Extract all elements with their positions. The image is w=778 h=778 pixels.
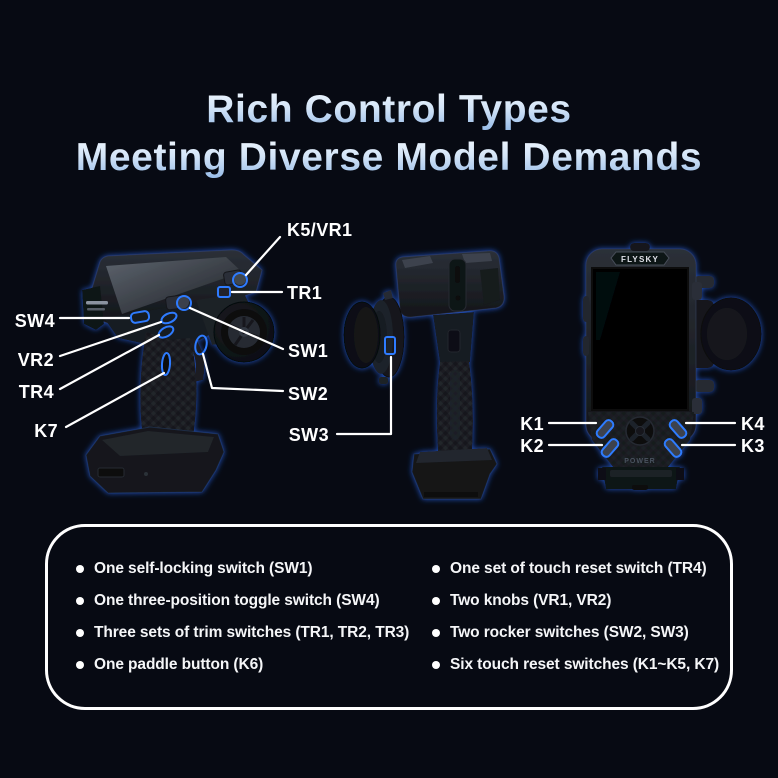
feature-item: One self-locking switch (SW1)	[76, 560, 432, 578]
callout-label-k3: K3	[741, 436, 765, 456]
callout-label-k2: K2	[520, 436, 544, 456]
feature-item: One set of touch reset switch (TR4)	[432, 560, 719, 578]
callout-label-sw3: SW3	[289, 425, 329, 445]
highlight-sw2	[194, 334, 208, 356]
feature-text: Two rocker switches (SW2, SW3)	[450, 624, 689, 641]
callout-label-k5-vr1: K5/VR1	[287, 220, 352, 240]
controller-front-view	[343, 250, 505, 500]
feature-text: One three-position toggle switch (SW4)	[94, 592, 380, 609]
bullet-icon	[432, 661, 440, 669]
callout-label-tr1: TR1	[287, 283, 322, 303]
button-k4	[668, 419, 688, 439]
callout-label-sw2: SW2	[288, 384, 328, 404]
brand-label: FLYSKY	[621, 255, 659, 264]
title-line-1: Rich Control Types	[0, 86, 778, 134]
button-k3	[663, 438, 683, 458]
highlight-sw1	[176, 295, 192, 311]
feature-text: One self-locking switch (SW1)	[94, 560, 313, 577]
bullet-icon	[76, 661, 84, 669]
bullet-icon	[76, 597, 84, 605]
callout-label-sw1: SW1	[288, 341, 328, 361]
features-panel: One self-locking switch (SW1) One set of…	[45, 524, 733, 710]
control-highlights	[129, 272, 396, 376]
page-title: Rich Control Types Meeting Diverse Model…	[0, 86, 778, 182]
callout-label-sw4: SW4	[15, 311, 55, 331]
callout-line-vr2	[58, 320, 163, 358]
controller-top-view: FLYSKY POWER	[583, 243, 762, 490]
button-k2	[600, 438, 620, 458]
highlight-k7	[160, 352, 172, 376]
bullet-icon	[76, 629, 84, 637]
feature-item: One paddle button (K6)	[76, 656, 432, 674]
highlight-sw3	[384, 336, 396, 355]
callout-line-k7	[64, 371, 166, 429]
callout-line-sw3	[335, 355, 393, 436]
callout-lines	[58, 235, 737, 447]
feature-text: Two knobs (VR1, VR2)	[450, 592, 612, 609]
callout-labels: K5/VR1 TR1 SW1 SW2 SW3 SW4 VR2 TR4 K7 K1…	[15, 220, 765, 456]
power-label: POWER	[624, 458, 655, 465]
highlight-k5-vr1	[232, 272, 248, 288]
controller-side-view	[82, 249, 275, 494]
feature-item: Two knobs (VR1, VR2)	[432, 592, 719, 610]
feature-item: Six touch reset switches (K1~K5, K7)	[432, 656, 719, 674]
bullet-icon	[76, 565, 84, 573]
callout-line-sw2	[201, 352, 285, 393]
callout-line-k5-vr1	[244, 235, 282, 277]
feature-text: Three sets of trim switches (TR1, TR2, T…	[94, 624, 410, 641]
feature-text: One paddle button (K6)	[94, 656, 264, 673]
bullet-icon	[432, 597, 440, 605]
button-k1	[595, 419, 615, 439]
callout-line-sw1	[188, 306, 285, 351]
feature-item: Two rocker switches (SW2, SW3)	[432, 624, 719, 642]
highlight-tr1	[217, 286, 231, 298]
feature-item: Three sets of trim switches (TR1, TR2, T…	[76, 624, 432, 642]
title-line-2: Meeting Diverse Model Demands	[0, 134, 778, 182]
callout-label-k4: K4	[741, 414, 765, 434]
callout-label-tr4: TR4	[19, 382, 54, 402]
feature-text: One set of touch reset switch (TR4)	[450, 560, 707, 577]
bullet-icon	[432, 629, 440, 637]
feature-text: Six touch reset switches (K1~K5, K7)	[450, 656, 720, 673]
callout-label-k1: K1	[520, 414, 544, 434]
bullet-icon	[432, 565, 440, 573]
callout-line-tr4	[58, 333, 161, 391]
feature-item: One three-position toggle switch (SW4)	[76, 592, 432, 610]
callout-label-vr2: VR2	[18, 350, 54, 370]
callout-label-k7: K7	[34, 421, 58, 441]
highlight-sw4	[129, 310, 151, 324]
